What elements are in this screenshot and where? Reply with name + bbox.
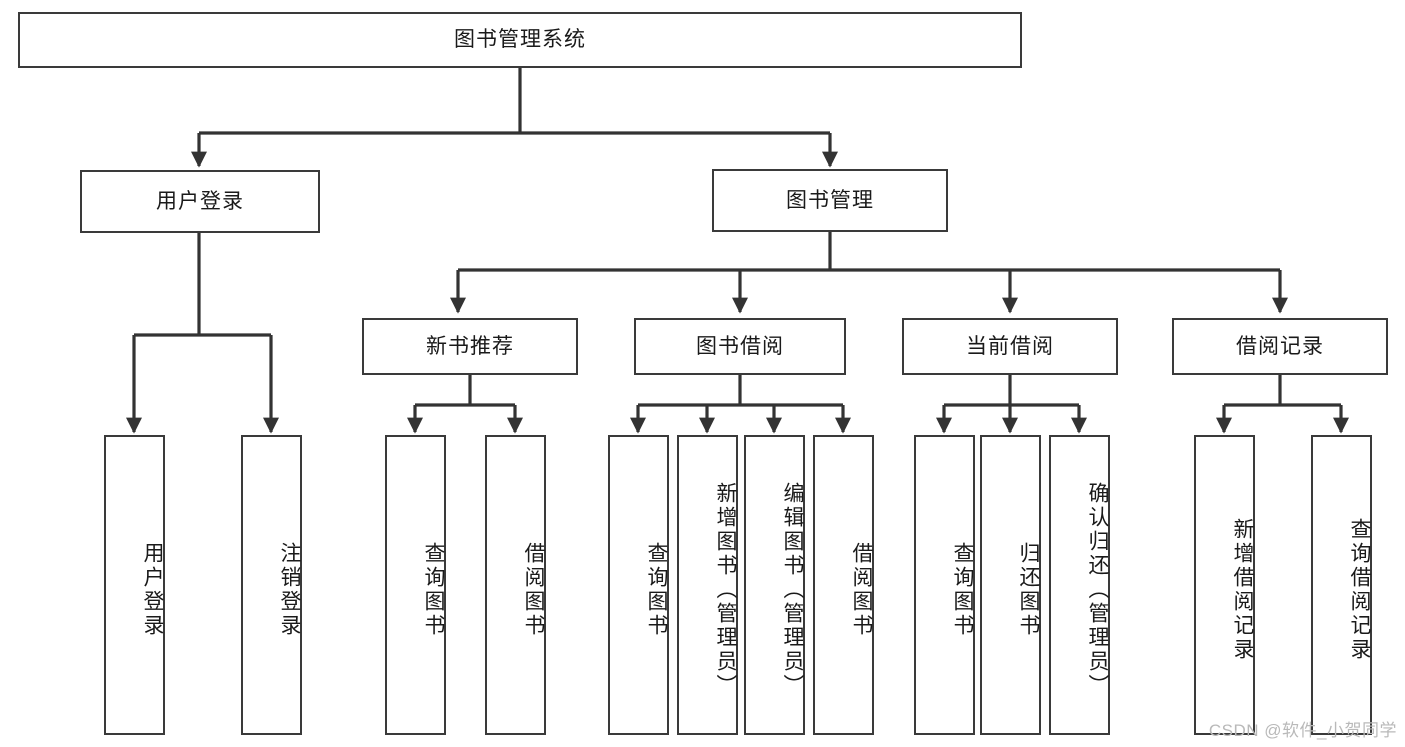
leaf-borrow-query-book[interactable]: 查询图书 [608, 435, 669, 735]
node-book-borrow-label: 图书借阅 [696, 334, 784, 358]
node-new-book-recommend[interactable]: 新书推荐 [362, 318, 578, 375]
leaf-new-book-query-label: 查询图书 [422, 542, 445, 638]
leaf-current-confirm-return-label: 确认归还（管理员） [1086, 482, 1109, 698]
node-book-management[interactable]: 图书管理 [712, 169, 948, 232]
leaf-user-login-logout-label: 注销登录 [278, 542, 301, 638]
leaf-borrow-edit-book[interactable]: 编辑图书（管理员） [744, 435, 805, 735]
node-borrow-records-label: 借阅记录 [1236, 334, 1324, 358]
leaf-borrow-borrow-book-label: 借阅图书 [850, 542, 873, 638]
leaf-user-login-login[interactable]: 用户登录 [104, 435, 165, 735]
leaf-records-add-record-label: 新增借阅记录 [1231, 518, 1254, 662]
node-root[interactable]: 图书管理系统 [18, 12, 1022, 68]
node-current-borrow-label: 当前借阅 [966, 334, 1054, 358]
node-book-borrow[interactable]: 图书借阅 [634, 318, 846, 375]
leaf-current-query-book[interactable]: 查询图书 [914, 435, 975, 735]
node-borrow-records[interactable]: 借阅记录 [1172, 318, 1388, 375]
leaf-records-query-record-label: 查询借阅记录 [1348, 518, 1371, 662]
leaf-new-book-borrow[interactable]: 借阅图书 [485, 435, 546, 735]
node-user-login[interactable]: 用户登录 [80, 170, 320, 233]
leaf-borrow-edit-book-label: 编辑图书（管理员） [781, 482, 804, 698]
leaf-new-book-query[interactable]: 查询图书 [385, 435, 446, 735]
node-new-book-recommend-label: 新书推荐 [426, 334, 514, 358]
leaf-borrow-query-book-label: 查询图书 [645, 542, 668, 638]
leaf-borrow-borrow-book[interactable]: 借阅图书 [813, 435, 874, 735]
leaf-records-add-record[interactable]: 新增借阅记录 [1194, 435, 1255, 735]
leaf-borrow-add-book-label: 新增图书（管理员） [714, 482, 737, 698]
node-current-borrow[interactable]: 当前借阅 [902, 318, 1118, 375]
leaf-user-login-logout[interactable]: 注销登录 [241, 435, 302, 735]
node-root-label: 图书管理系统 [454, 28, 586, 52]
leaf-borrow-add-book[interactable]: 新增图书（管理员） [677, 435, 738, 735]
leaf-current-return-book-label: 归还图书 [1017, 542, 1040, 638]
leaf-records-query-record[interactable]: 查询借阅记录 [1311, 435, 1372, 735]
leaf-current-confirm-return[interactable]: 确认归还（管理员） [1049, 435, 1110, 735]
leaf-current-return-book[interactable]: 归还图书 [980, 435, 1041, 735]
csdn-watermark: CSDN @软件_小贺同学 [1208, 721, 1397, 740]
node-user-login-label: 用户登录 [156, 189, 244, 213]
node-book-management-label: 图书管理 [786, 188, 874, 212]
leaf-new-book-borrow-label: 借阅图书 [522, 542, 545, 638]
leaf-current-query-book-label: 查询图书 [951, 542, 974, 638]
leaf-user-login-login-label: 用户登录 [141, 542, 164, 638]
